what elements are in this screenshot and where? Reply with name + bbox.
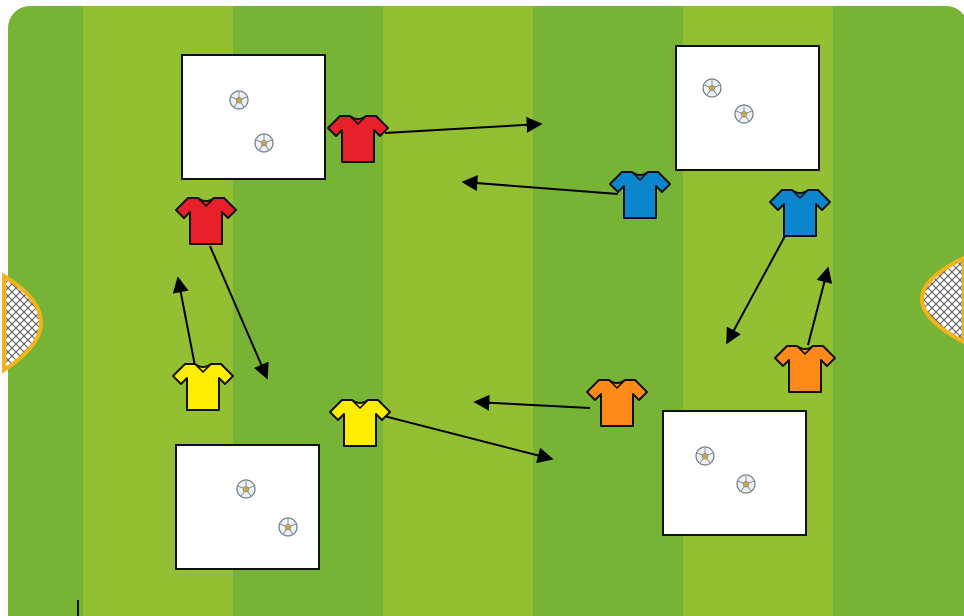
soccer-ball-icon: [695, 446, 715, 466]
pitch-stripes: [8, 6, 964, 616]
zone-bottom-right: [662, 410, 807, 536]
zone-bottom-left: [175, 444, 320, 570]
goal-left: [1, 272, 43, 374]
arrow-red-to-right: [384, 116, 543, 134]
soccer-ball-icon: [702, 78, 722, 98]
soccer-ball-icon: [734, 104, 754, 124]
soccer-ball-icon: [278, 517, 298, 537]
goal-right: [920, 255, 964, 345]
soccer-ball-icon: [254, 133, 274, 153]
soccer-ball-icon: [229, 90, 249, 110]
zone-top-right: [675, 45, 820, 171]
arrow-blue-down: [726, 235, 786, 345]
arrow-orange-up: [807, 266, 833, 346]
arrow-yellow-up: [172, 276, 196, 367]
arrow-yellow-to-right: [379, 414, 554, 464]
arrow-blue-to-left: [461, 175, 619, 195]
goal-net-icon: [1, 272, 43, 374]
goal-net-icon: [920, 255, 964, 345]
movement-arrows: [172, 116, 833, 464]
arrow-red-down: [209, 245, 269, 380]
arrow-orange-to-left: [473, 394, 591, 411]
soccer-ball-icon: [736, 474, 756, 494]
zone-top-left: [181, 54, 326, 180]
soccer-ball-icon: [236, 479, 256, 499]
